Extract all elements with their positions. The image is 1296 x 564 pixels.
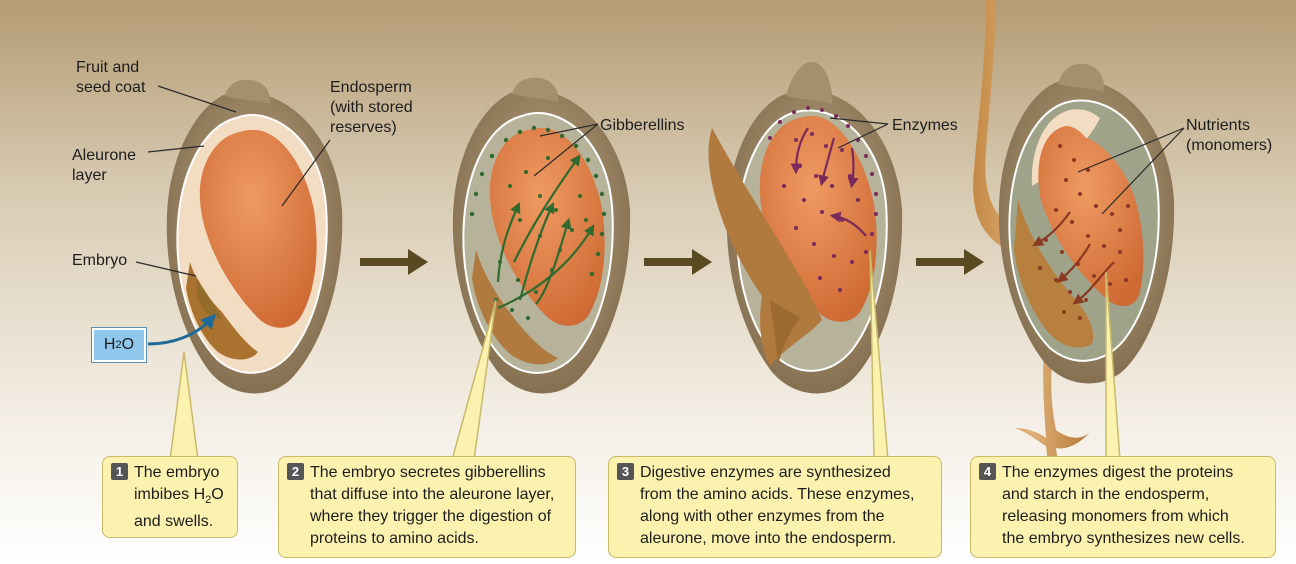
water-inflow-arrow [147,313,216,346]
label-gibberellins: Gibberellins [600,117,685,134]
seed-stage-4 [973,0,1175,464]
enzyme-arrows [790,127,867,237]
leader-lines [135,85,1185,277]
seed-tip [225,79,271,104]
stage-arrow-1 [360,249,428,275]
step-2-number: 2 [287,463,304,480]
nutrient-arrows [1032,211,1115,305]
nutrient-dots [1038,144,1130,320]
caption-pointers [169,249,1121,461]
label-enzymes: Enzymes [892,117,958,134]
seed-tip [786,61,833,104]
root-and-shoot [973,0,1090,464]
label-embryo: Embryo [72,252,128,269]
embryo-root [770,300,800,366]
step-3-number: 3 [617,463,634,480]
endosperm [199,130,317,328]
label-endosperm: Endosperm (with stored reserves) [330,79,413,136]
embryo [472,250,558,365]
endosperm [489,128,605,326]
gibberellin-dots [469,125,607,320]
embryo-shoot [708,128,822,366]
gibberellin-arrows [496,154,595,310]
seed-stage-3 [708,61,903,394]
step-1-number: 1 [111,463,128,480]
label-nutrients: Nutrients (monomers) [1186,117,1273,154]
embryo-inner [196,276,222,319]
embryo [186,262,258,360]
endosperm [1038,126,1144,307]
seed-stage-2 [452,77,631,394]
seed-tip [512,77,559,102]
enzyme-dots [768,106,878,292]
label-aleurone-layer: Aleurone layer [72,147,137,184]
seed-tip [1058,63,1105,92]
stage-arrow-2 [644,249,712,275]
step-4-number: 4 [979,463,996,480]
stage-arrow-3 [916,249,984,275]
embryo [1014,200,1094,348]
label-fruit-seed-coat: Fruit and seed coat [76,59,146,96]
